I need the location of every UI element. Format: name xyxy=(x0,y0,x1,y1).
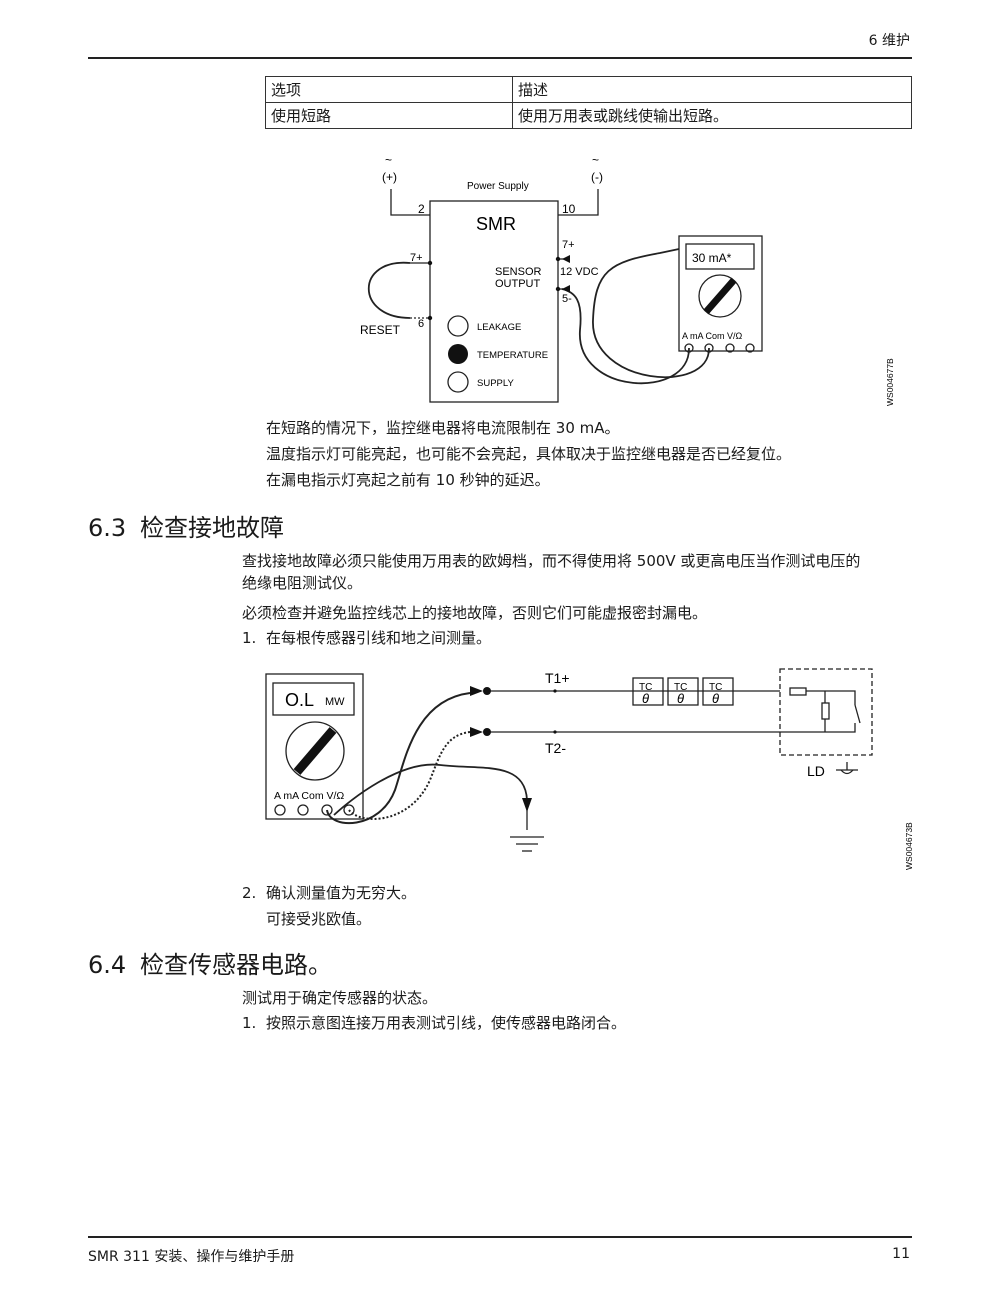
terminal-7plus-right: 7+ xyxy=(562,239,575,251)
terminal-10: 10 xyxy=(562,202,576,216)
figure-code: WS004673B xyxy=(904,822,914,870)
ground-fault-diagram: O.L MW A mA Com V/Ω T1+ T2- TC TC TC θ θ… xyxy=(265,668,914,870)
short-circuit-note-3: 在漏电指示灯亮起之前有 10 秒钟的延迟。 xyxy=(266,471,550,489)
step-number: 2. xyxy=(242,884,257,902)
table-header-cell: 选项 xyxy=(265,76,513,103)
section-number: 6.3 xyxy=(88,514,127,542)
smr-label: SMR xyxy=(476,214,516,234)
smr-box xyxy=(429,200,559,403)
step-number: 1. xyxy=(242,1014,257,1032)
tc-label: TC xyxy=(639,682,652,693)
smr-wiring-diagram: ~ (+) ~ (-) Power Supply 2 10 SMR 7+ 7+ … xyxy=(360,153,895,406)
multimeter-2 xyxy=(265,673,364,820)
ld-label: LD xyxy=(807,763,825,779)
t2-minus-label: T2- xyxy=(545,740,566,756)
running-header: 6 维护 xyxy=(868,33,910,49)
sensor-circuit-paragraph: 测试用于确定传感器的状态。 xyxy=(242,989,438,1007)
step-number: 1. xyxy=(242,629,257,647)
ac-minus-sign: (-) xyxy=(591,170,603,184)
step-text: 按照示意图连接万用表测试引线，使传感器电路闭合。 xyxy=(266,1014,627,1032)
header-rule xyxy=(88,57,912,59)
footer-title: SMR 311 安装、操作与维护手册 xyxy=(88,1249,295,1265)
ac-plus-sign: (+) xyxy=(382,170,397,184)
theta-symbol: θ xyxy=(677,691,684,706)
meter-display: 30 mA* xyxy=(692,251,732,265)
step-note: 可接受兆欧值。 xyxy=(266,910,372,928)
meter-ports: A mA Com V/Ω xyxy=(682,331,743,341)
multimeter-1 xyxy=(678,235,763,352)
ac-minus-tilde: ~ xyxy=(592,153,599,167)
ground-fault-warning: 必须检查并避免监控线芯上的接地故障，否则它们可能虚报密封漏电。 xyxy=(242,604,708,622)
t1-plus-label: T1+ xyxy=(545,670,570,686)
step-text: 确认测量值为无穷大。 xyxy=(266,884,417,902)
step-text: 在每根传感器引线和地之间测量。 xyxy=(266,629,492,647)
footer-rule xyxy=(88,1236,912,1238)
output-label: OUTPUT xyxy=(495,278,541,290)
section-title: 检查传感器电路。 xyxy=(140,951,332,979)
section-heading-6-3: 6.3 检查接地故障 xyxy=(88,508,284,543)
temperature-label: TEMPERATURE xyxy=(477,350,548,361)
tc-label: TC xyxy=(674,682,687,693)
page-number: 11 xyxy=(892,1246,910,1262)
figure-code: WS004677B xyxy=(885,358,895,406)
section-heading-6-4: 6.4 检查传感器电路。 xyxy=(88,945,332,980)
ac-plus-tilde: ~ xyxy=(385,153,392,167)
leakage-label: LEAKAGE xyxy=(477,322,521,333)
section-number: 6.4 xyxy=(88,951,127,979)
table-cell: 使用短路 xyxy=(265,102,513,129)
terminal-6: 6 xyxy=(418,318,424,330)
table-row: 使用短路 使用万用表或跳线使输出短路。 xyxy=(265,102,912,129)
table-header-row: 选项 描述 xyxy=(265,76,912,103)
table-header-cell: 描述 xyxy=(512,76,912,103)
options-table: 选项 描述 使用短路 使用万用表或跳线使输出短路。 xyxy=(265,76,912,129)
supply-label: SUPPLY xyxy=(477,378,514,389)
short-circuit-note-2: 温度指示灯可能亮起，也可能不会亮起，具体取决于监控继电器是否已经复位。 xyxy=(266,445,792,463)
meter-display: O.L xyxy=(285,690,314,710)
short-circuit-note-1: 在短路的情况下，监控继电器将电流限制在 30 mA。 xyxy=(266,419,620,437)
tc-label: TC xyxy=(709,682,722,693)
table-cell: 使用万用表或跳线使输出短路。 xyxy=(512,102,912,129)
reset-label: RESET xyxy=(360,323,401,337)
terminal-5minus: 5- xyxy=(562,293,572,305)
section-title: 检查接地故障 xyxy=(140,514,284,542)
theta-symbol: θ xyxy=(712,691,719,706)
ground-fault-paragraph-line2: 绝缘电阻测试仪。 xyxy=(242,574,363,592)
vdc-label: 12 VDC xyxy=(560,266,599,278)
meter-ports: A mA Com V/Ω xyxy=(274,790,344,802)
terminal-2: 2 xyxy=(418,202,425,216)
theta-symbol: θ xyxy=(642,691,649,706)
sensor-label: SENSOR xyxy=(495,266,542,278)
power-supply-label: Power Supply xyxy=(467,181,529,192)
meter-display-unit: MW xyxy=(325,696,345,708)
terminal-7plus-left: 7+ xyxy=(410,252,423,264)
ground-fault-paragraph-line1: 查找接地故障必须只能使用万用表的欧姆档，而不得使用将 500V 或更高电压当作测… xyxy=(242,552,861,570)
